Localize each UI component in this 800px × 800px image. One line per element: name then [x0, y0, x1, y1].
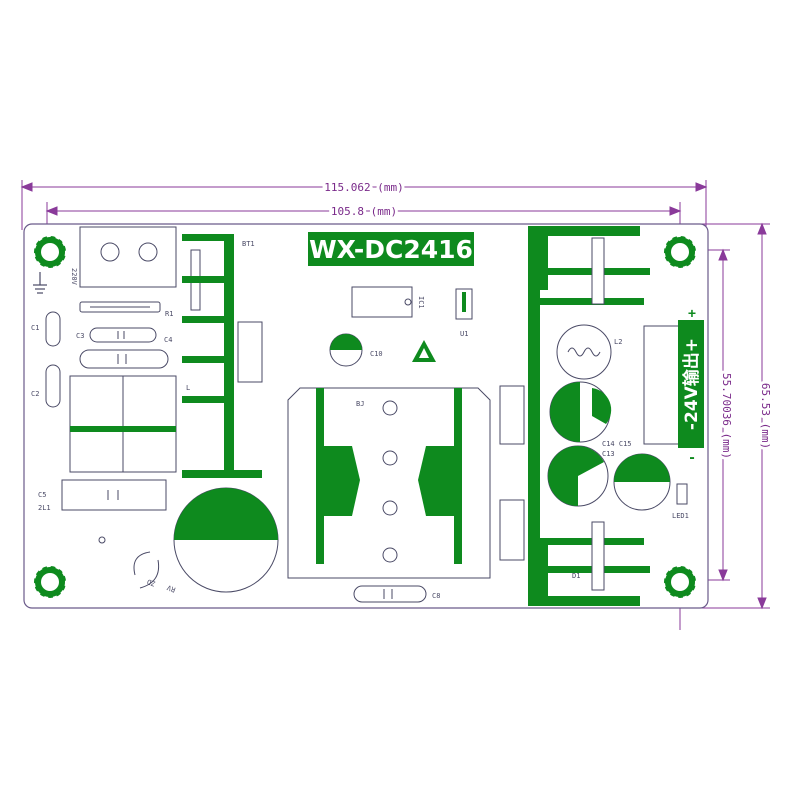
label-c1: C1: [31, 324, 39, 332]
silkscreen-labels: BT1 R1 C1 C3 C4 C2 L C5 2L1 IC1 U1 C10 B…: [31, 240, 689, 600]
label-bt1: BT1: [242, 240, 255, 248]
label-led1: LED1: [672, 512, 689, 520]
label-l: L: [186, 384, 190, 392]
led1: [676, 483, 688, 505]
label-c13: C13: [602, 450, 615, 458]
label-zd: ZD: [146, 577, 157, 587]
label-c5: C5: [38, 491, 46, 499]
u1-component: [455, 288, 473, 320]
capacitor-c15: [592, 388, 612, 424]
varistor-rv: [133, 551, 160, 589]
via-hole: [98, 536, 106, 544]
d1-package: [591, 521, 605, 591]
dimension-lines: [20, 180, 770, 630]
label-l2: L2: [614, 338, 622, 346]
output-label: -24V输出+: [681, 338, 702, 430]
label-c10: C10: [370, 350, 383, 358]
label-c14-c15: C14 C15: [602, 440, 632, 448]
output-plus: +: [688, 305, 696, 321]
ic1-chip: [351, 286, 413, 318]
choke-trace: [70, 426, 176, 432]
label-c4: C4: [164, 336, 172, 344]
transformer: [287, 387, 491, 579]
input-voltage-label: 220V: [70, 268, 78, 286]
mounting-hole-bottom-left: [33, 565, 67, 599]
output-connector-box: [643, 325, 681, 445]
outer-width-label: 115.062 (mm): [324, 181, 403, 194]
label-c8: C8: [432, 592, 440, 600]
outer-height-label: 65.53 (mm): [759, 383, 772, 449]
diode-box-bottom: [499, 499, 525, 561]
label-ic1: IC1: [417, 296, 425, 309]
mounting-hole-bottom-right: [663, 565, 697, 599]
ground-symbol-icon: [33, 272, 47, 294]
capacitor-c5: [61, 479, 167, 511]
fuse: [79, 301, 161, 313]
capacitor-c8: [353, 585, 427, 603]
input-terminal: [79, 226, 177, 288]
label-d1: D1: [572, 572, 580, 580]
capacitor-c3: [89, 327, 157, 343]
capacitor-c1: [45, 311, 61, 347]
inner-height-label: 55.70036 (mm): [720, 373, 733, 459]
capacitor-c2: [45, 364, 61, 408]
ic1-notch: [404, 298, 412, 306]
output-badge: [678, 320, 704, 448]
top-rectifier: [591, 237, 605, 305]
mounting-hole-top-left: [33, 235, 67, 269]
u1-pad: [462, 292, 466, 312]
capacitor-c10: [329, 333, 363, 367]
title-badge: [308, 232, 474, 266]
board-title: WX-DC2416: [309, 235, 473, 264]
capacitor-output-right: [613, 453, 671, 511]
label-bj: BJ: [356, 400, 364, 408]
label-2l1: 2L1: [38, 504, 51, 512]
capacitor-c4: [79, 349, 169, 369]
output-minus: -: [689, 449, 694, 466]
label-r1: R1: [165, 310, 173, 318]
mounting-hole-top-right: [663, 235, 697, 269]
inductor-l2: [556, 324, 612, 380]
esd-warning-icon: [412, 340, 436, 362]
bulk-capacitor: [173, 487, 279, 593]
diode-box-top: [499, 385, 525, 445]
label-c2: C2: [31, 390, 39, 398]
heatsink-outline: [237, 321, 263, 383]
capacitor-c13: [547, 445, 609, 507]
label-c3: C3: [76, 332, 84, 340]
label-rv: RV: [165, 583, 176, 594]
inner-width-label: 105.8 (mm): [331, 205, 397, 218]
label-u1: U1: [460, 330, 468, 338]
left-heatsink: [182, 234, 262, 478]
